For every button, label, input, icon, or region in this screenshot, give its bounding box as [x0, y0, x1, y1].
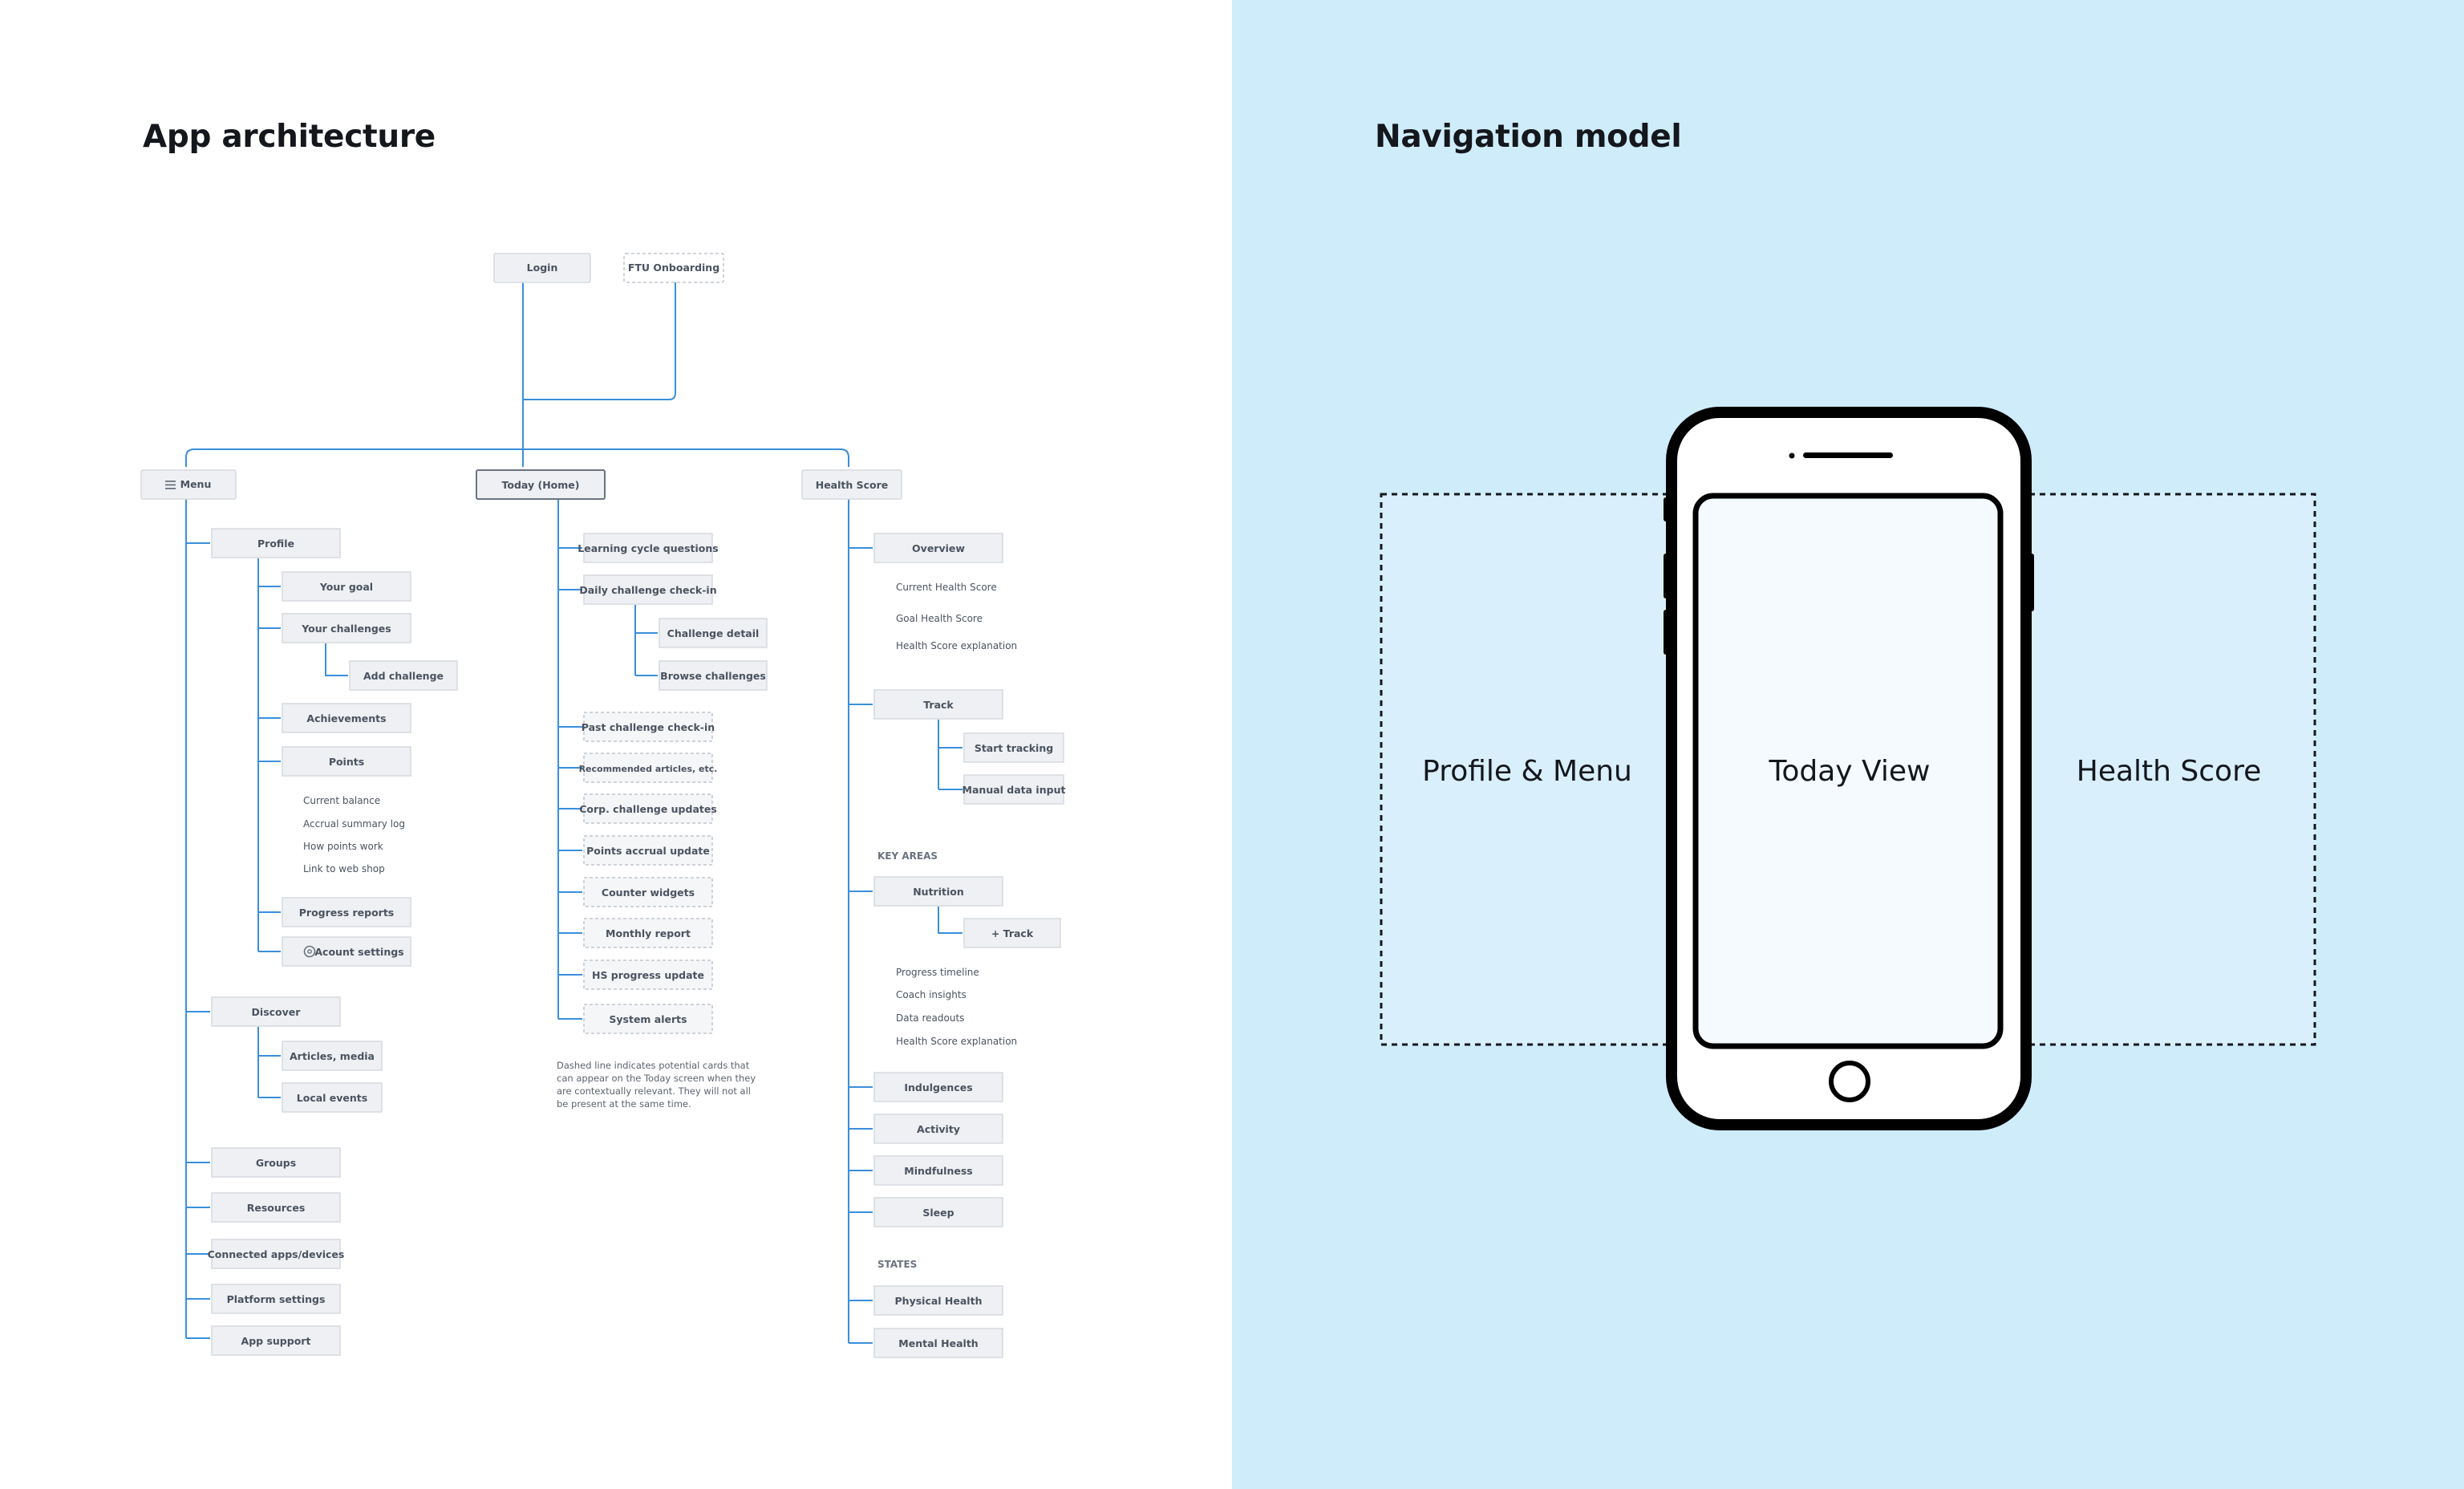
node-mental-health: Mental Health: [898, 1337, 978, 1349]
node-mindfulness: Mindfulness: [904, 1165, 972, 1177]
node-track: Track: [923, 699, 954, 711]
node-hs-progress: HS progress update: [592, 969, 704, 981]
nav-label-health-score: Health Score: [2077, 755, 2261, 788]
node-connected-apps: Connected apps/devices: [208, 1248, 345, 1260]
node-login: Login: [493, 253, 591, 283]
node-plus-track: + Track: [991, 927, 1034, 939]
overview-item: Health Score explanation: [896, 640, 1017, 651]
points-item-current-balance: Current balance: [303, 795, 380, 806]
node-health-score: Health Score: [801, 469, 902, 500]
points-item-accrual-log: Accrual summary log: [303, 818, 405, 830]
node-indulgences: Indulgences: [904, 1081, 972, 1093]
today-column: Learning cycle questions Daily challenge…: [557, 533, 768, 1110]
note-line: are contextually relevant. They will not…: [557, 1085, 751, 1097]
node-overview: Overview: [912, 542, 965, 554]
node-past-checkin: Past challenge check-in: [582, 721, 715, 733]
note-line: can appear on the Today screen when they: [557, 1073, 756, 1084]
node-ftu-label: FTU Onboarding: [628, 262, 719, 274]
points-item-web-shop: Link to web shop: [303, 863, 385, 874]
node-nutrition: Nutrition: [913, 886, 964, 898]
node-ftu-onboarding: FTU Onboarding: [623, 253, 724, 283]
nutrition-item: Data readouts: [896, 1012, 964, 1024]
node-today-home: Today (Home): [476, 469, 606, 500]
node-learning-questions: Learning cycle questions: [578, 542, 718, 554]
nutrition-item: Coach insights: [896, 989, 967, 1000]
node-account-settings: Acount settings: [314, 946, 403, 958]
menu-column: Profile Your goal Your challenges Add ch…: [208, 528, 458, 1356]
architecture-title: App architecture: [143, 119, 436, 155]
nutrition-item: Progress timeline: [896, 967, 979, 978]
node-sleep: Sleep: [922, 1207, 954, 1219]
architecture-diagram: Login FTU Onboarding Menu Today (Home) H…: [140, 253, 1066, 1358]
section-key-areas: KEY AREAS: [877, 850, 938, 862]
node-app-support: App support: [241, 1335, 311, 1347]
node-groups: Groups: [256, 1157, 296, 1169]
node-profile: Profile: [257, 538, 294, 550]
node-add-challenge: Add challenge: [363, 670, 444, 682]
section-states: STATES: [877, 1259, 917, 1270]
node-menu-label: Menu: [180, 478, 212, 490]
nav-label-today-view: Today View: [1769, 755, 1931, 788]
navigation-panel: Navigation model Profile & Menu To: [1232, 0, 2464, 1489]
dashed-line-note: Dashed line indicates potential cards th…: [557, 1060, 756, 1110]
navigation-diagram: Profile & Menu Today View Health Score: [1380, 407, 2316, 1130]
node-challenge-detail: Challenge detail: [667, 627, 760, 639]
node-points-accrual: Points accrual update: [586, 845, 710, 857]
node-login-label: Login: [527, 262, 558, 274]
node-progress-reports: Progress reports: [299, 907, 395, 919]
navigation-title: Navigation model: [1375, 119, 1682, 155]
node-health-label: Health Score: [816, 479, 889, 491]
node-system-alerts: System alerts: [609, 1013, 687, 1025]
nav-right-panel: [1986, 493, 2316, 1046]
node-monthly-report: Monthly report: [606, 927, 691, 939]
health-column: Overview Current Health Score Goal Healt…: [873, 533, 1066, 1358]
node-recommended-articles: Recommended articles, etc.: [579, 764, 718, 774]
node-your-goal: Your goal: [319, 581, 373, 593]
architecture-panel: App architecture: [140, 119, 1066, 1358]
node-activity: Activity: [917, 1123, 960, 1135]
nav-left-panel: [1380, 493, 1710, 1046]
overview-item: Current Health Score: [896, 582, 997, 593]
node-menu: Menu: [140, 469, 237, 500]
nutrition-item: Health Score explanation: [896, 1036, 1017, 1047]
node-articles-media: Articles, media: [290, 1050, 375, 1062]
node-achievements: Achievements: [306, 712, 386, 724]
nav-label-profile-menu: Profile & Menu: [1422, 755, 1632, 788]
node-counter-widgets: Counter widgets: [602, 887, 695, 899]
node-resources: Resources: [247, 1202, 306, 1214]
note-line: Dashed line indicates potential cards th…: [557, 1060, 750, 1071]
tree-connectors: [185, 282, 962, 1344]
overview-item: Goal Health Score: [896, 613, 983, 624]
node-local-events: Local events: [297, 1092, 367, 1104]
node-start-tracking: Start tracking: [975, 742, 1053, 754]
node-today-label: Today (Home): [502, 479, 580, 491]
node-your-challenges: Your challenges: [301, 623, 391, 635]
node-manual-input: Manual data input: [962, 784, 1066, 796]
node-discover: Discover: [252, 1006, 302, 1018]
points-item-how-points-work: How points work: [303, 841, 383, 852]
node-physical-health: Physical Health: [895, 1295, 983, 1307]
node-corp-updates: Corp. challenge updates: [579, 803, 717, 815]
node-platform-settings: Platform settings: [227, 1293, 326, 1305]
node-browse-challenges: Browse challenges: [660, 670, 766, 682]
node-points: Points: [329, 756, 364, 768]
hamburger-icon: [165, 481, 176, 489]
node-daily-checkin: Daily challenge check-in: [579, 584, 716, 596]
phone-icon: [1664, 407, 2034, 1130]
gear-icon: [303, 945, 316, 958]
note-line: be present at the same time.: [557, 1098, 691, 1110]
